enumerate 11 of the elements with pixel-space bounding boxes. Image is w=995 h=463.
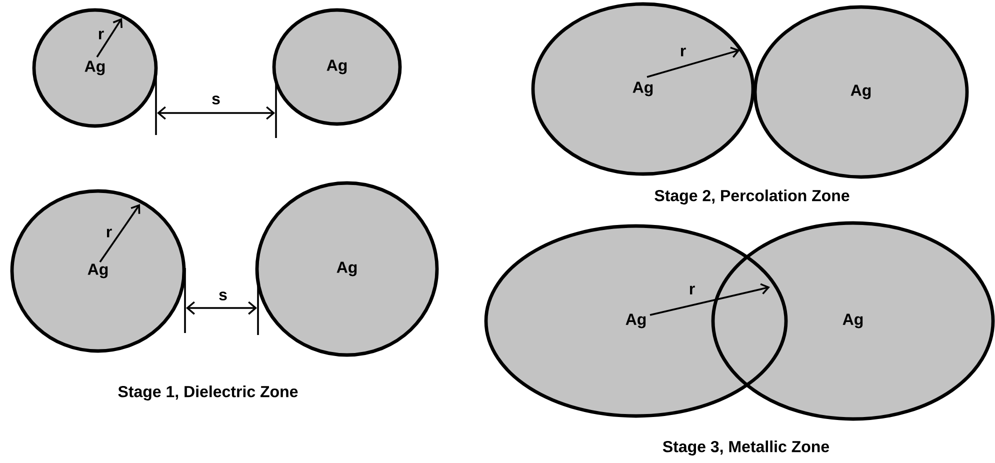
radius-label: r (680, 48, 686, 56)
stage-caption: Stage 3, Metallic Zone (662, 440, 830, 456)
spacing-label: s (212, 96, 220, 104)
radius-label: r (98, 30, 104, 40)
node-label: Ag (626, 314, 646, 328)
node-label: Ag (842, 314, 863, 328)
radius-label: r (106, 228, 112, 238)
radius-label: r (690, 286, 695, 294)
spacing-label: s (219, 292, 227, 300)
stage-caption: Stage 1, Dielectric Zone (118, 386, 298, 400)
stage-caption: Stage 2, Percolation Zone (654, 190, 850, 204)
